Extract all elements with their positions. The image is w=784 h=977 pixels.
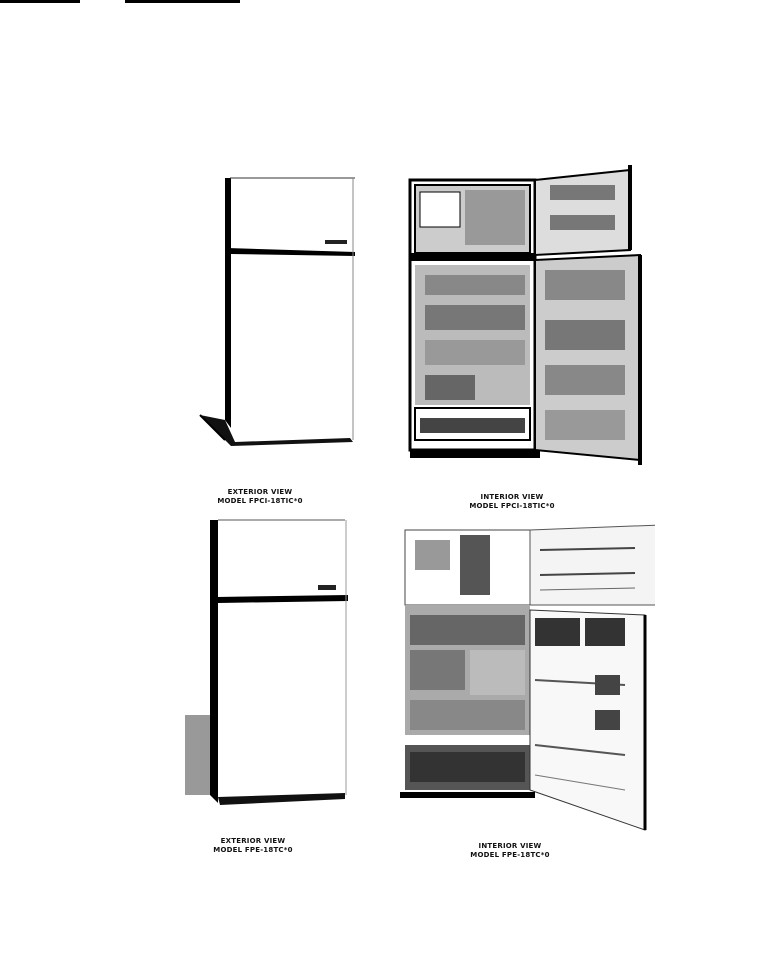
caption-model: MODEL FPE-18TC*0 (470, 851, 550, 859)
caption-model: MODEL FPCI-18TIC*0 (469, 502, 555, 510)
top-edge-mark-left (0, 0, 80, 3)
exterior-view-fpci-illustration (195, 170, 365, 450)
caption-model: MODEL FPE-18TC*0 (213, 846, 293, 854)
caption-exterior-view-fpci: EXTERIOR VIEW MODEL FPCI-18TIC*0 (200, 488, 320, 506)
interior-view-fpci-illustration (405, 160, 665, 480)
caption-model: MODEL FPCI-18TIC*0 (217, 497, 303, 505)
interior-view-fpe-illustration (395, 520, 655, 835)
caption-title: INTERIOR VIEW (478, 842, 542, 850)
top-edge-mark-right (125, 0, 240, 3)
caption-interior-view-fpe: INTERIOR VIEW MODEL FPE-18TC*0 (450, 842, 570, 860)
caption-exterior-view-fpe: EXTERIOR VIEW MODEL FPE-18TC*0 (193, 837, 313, 855)
exterior-view-fpe-illustration (180, 515, 360, 815)
caption-interior-view-fpci: INTERIOR VIEW MODEL FPCI-18TIC*0 (452, 493, 572, 511)
caption-title: EXTERIOR VIEW (220, 837, 286, 845)
caption-title: INTERIOR VIEW (480, 493, 544, 501)
caption-title: EXTERIOR VIEW (227, 488, 293, 496)
